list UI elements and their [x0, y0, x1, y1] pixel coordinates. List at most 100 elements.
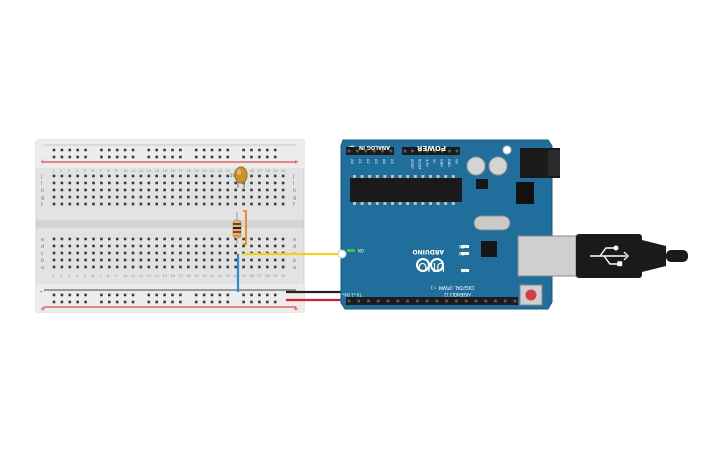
- chip-pin-bottom: [398, 202, 402, 205]
- header-pin: [448, 149, 451, 153]
- terminal-hole: [266, 202, 269, 206]
- terminal-hole: [242, 195, 245, 199]
- rail-hole: [171, 293, 174, 297]
- analog-label: ANALOG IN: [359, 144, 390, 150]
- terminal-hole: [139, 244, 143, 248]
- chip-pin-bottom: [436, 202, 440, 205]
- rail-hole: [194, 148, 198, 152]
- rail-hole: [131, 300, 135, 304]
- rail-hole: [266, 300, 269, 304]
- row-letter-right: i: [293, 181, 294, 187]
- terminal-hole: [155, 244, 158, 248]
- analog-pin-label: A0: [350, 159, 354, 164]
- led[interactable]: 29: [230, 166, 248, 188]
- terminal-hole: [147, 237, 151, 241]
- chip-pin-top: [360, 175, 364, 178]
- header-pin: [455, 299, 458, 303]
- column-number-top: 4: [76, 169, 79, 173]
- terminal-hole: [52, 244, 56, 248]
- rail-hole: [68, 293, 72, 297]
- wire-orange-jumper[interactable]: [243, 210, 247, 245]
- rail-hole: [242, 155, 245, 159]
- terminal-hole: [155, 195, 158, 199]
- digital-header: [346, 297, 518, 305]
- terminal-hole: [123, 181, 127, 185]
- rail-hole: [60, 148, 64, 152]
- terminal-hole: [76, 237, 79, 241]
- rail-hole: [250, 148, 253, 152]
- terminal-hole: [273, 244, 277, 248]
- row-letter-right: e: [293, 237, 296, 243]
- header-pin: [474, 299, 478, 303]
- rail-hole: [68, 300, 72, 304]
- terminal-hole: [194, 237, 198, 241]
- center-channel: [36, 220, 304, 228]
- usb-cable[interactable]: [576, 234, 688, 278]
- terminal-hole: [202, 195, 206, 199]
- rail-hole: [202, 148, 206, 152]
- tx-led: [461, 245, 469, 248]
- rail-hole: [194, 293, 198, 297]
- column-number-bottom: 2: [60, 274, 62, 278]
- terminal-hole: [108, 265, 111, 269]
- capacitor-2: [488, 156, 508, 176]
- terminal-hole: [147, 258, 151, 262]
- header-pin: [494, 299, 497, 303]
- column-number-bottom: 12: [139, 274, 143, 278]
- rail-hole: [131, 148, 135, 152]
- header-pin: [503, 299, 507, 303]
- on-label: ON: [358, 248, 364, 253]
- rail-hole: [210, 300, 214, 304]
- terminal-hole: [210, 258, 214, 262]
- column-number-bottom: 7: [99, 274, 101, 278]
- terminal-hole: [202, 265, 206, 269]
- column-number-bottom: 13: [147, 274, 151, 278]
- rail-hole: [76, 300, 79, 304]
- terminal-hole: [194, 244, 198, 248]
- terminal-hole: [108, 174, 111, 178]
- column-number-top: 7: [99, 169, 101, 173]
- row-letter-right: d: [293, 244, 296, 250]
- led-column-label: 29: [230, 173, 236, 178]
- rail-hole: [115, 300, 119, 304]
- rail-hole: [210, 148, 214, 152]
- terminal-hole: [100, 244, 103, 248]
- arduino-uno[interactable]: POWER ANALOG IN UNO ARDUINO DIGITAL (PWM…: [337, 139, 688, 310]
- terminal-hole: [68, 188, 72, 192]
- terminal-hole: [187, 195, 190, 199]
- chip-pin-bottom: [360, 202, 364, 205]
- resistor[interactable]: [232, 212, 242, 244]
- rail-hole: [171, 155, 174, 159]
- terminal-hole: [76, 265, 79, 269]
- terminal-hole: [52, 188, 56, 192]
- terminal-hole: [234, 237, 237, 241]
- capacitor-1: [466, 156, 486, 176]
- terminal-hole: [139, 174, 143, 178]
- terminal-hole: [171, 188, 174, 192]
- rail-hole: [84, 155, 87, 159]
- chip-pin-top: [368, 175, 372, 178]
- rail-hole: [163, 148, 166, 152]
- bottom-rail-strip: [36, 284, 304, 312]
- power-pin-label: IOREF: [410, 159, 414, 169]
- usb-strain-relief: [642, 240, 666, 272]
- terminal-hole: [131, 258, 135, 262]
- terminal-hole: [194, 251, 198, 255]
- rail-hole: [250, 293, 253, 297]
- terminal-hole: [266, 258, 269, 262]
- terminal-hole: [131, 265, 135, 269]
- terminal-hole: [76, 251, 79, 255]
- terminal-hole: [115, 202, 119, 206]
- terminal-hole: [281, 188, 285, 192]
- terminal-hole: [92, 195, 95, 199]
- rail-hole: [155, 293, 158, 297]
- column-number-bottom: 8: [107, 274, 109, 278]
- terminal-hole: [226, 174, 230, 178]
- terminal-hole: [92, 251, 95, 255]
- rx-label: RX: [458, 251, 464, 256]
- rail-hole: [100, 300, 103, 304]
- terminal-hole: [76, 174, 79, 178]
- chip-pin-bottom: [353, 202, 356, 205]
